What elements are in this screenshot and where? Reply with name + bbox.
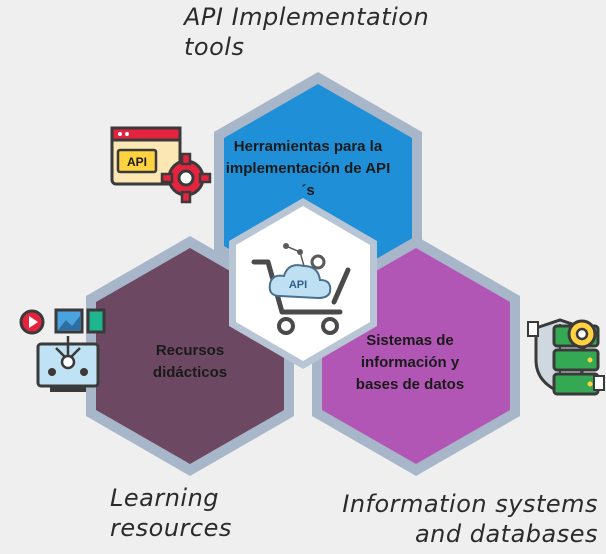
media-monitor-network-icon: [19, 308, 106, 392]
secure-database-server-icon: [527, 318, 605, 396]
caption-information-systems: Information systems and databases: [342, 490, 598, 548]
api-window-gear-icon: [110, 126, 212, 204]
caption-learning-resources: Learning resources: [110, 484, 232, 542]
hexagon-label-recursos: Recursos didácticos: [152, 342, 228, 381]
api-badge-label: API: [127, 155, 147, 169]
caption-api-implementation-tools: API Implementation tools: [184, 3, 430, 61]
hexagon-label-sistemas: Sistemas de información y bases de datos: [355, 332, 465, 393]
api-cloud-cart-icon: [251, 243, 351, 335]
hexagon-label-herramientas: Herramientas para la implementación de A…: [225, 138, 391, 199]
api-cloud-label: API: [289, 279, 307, 291]
